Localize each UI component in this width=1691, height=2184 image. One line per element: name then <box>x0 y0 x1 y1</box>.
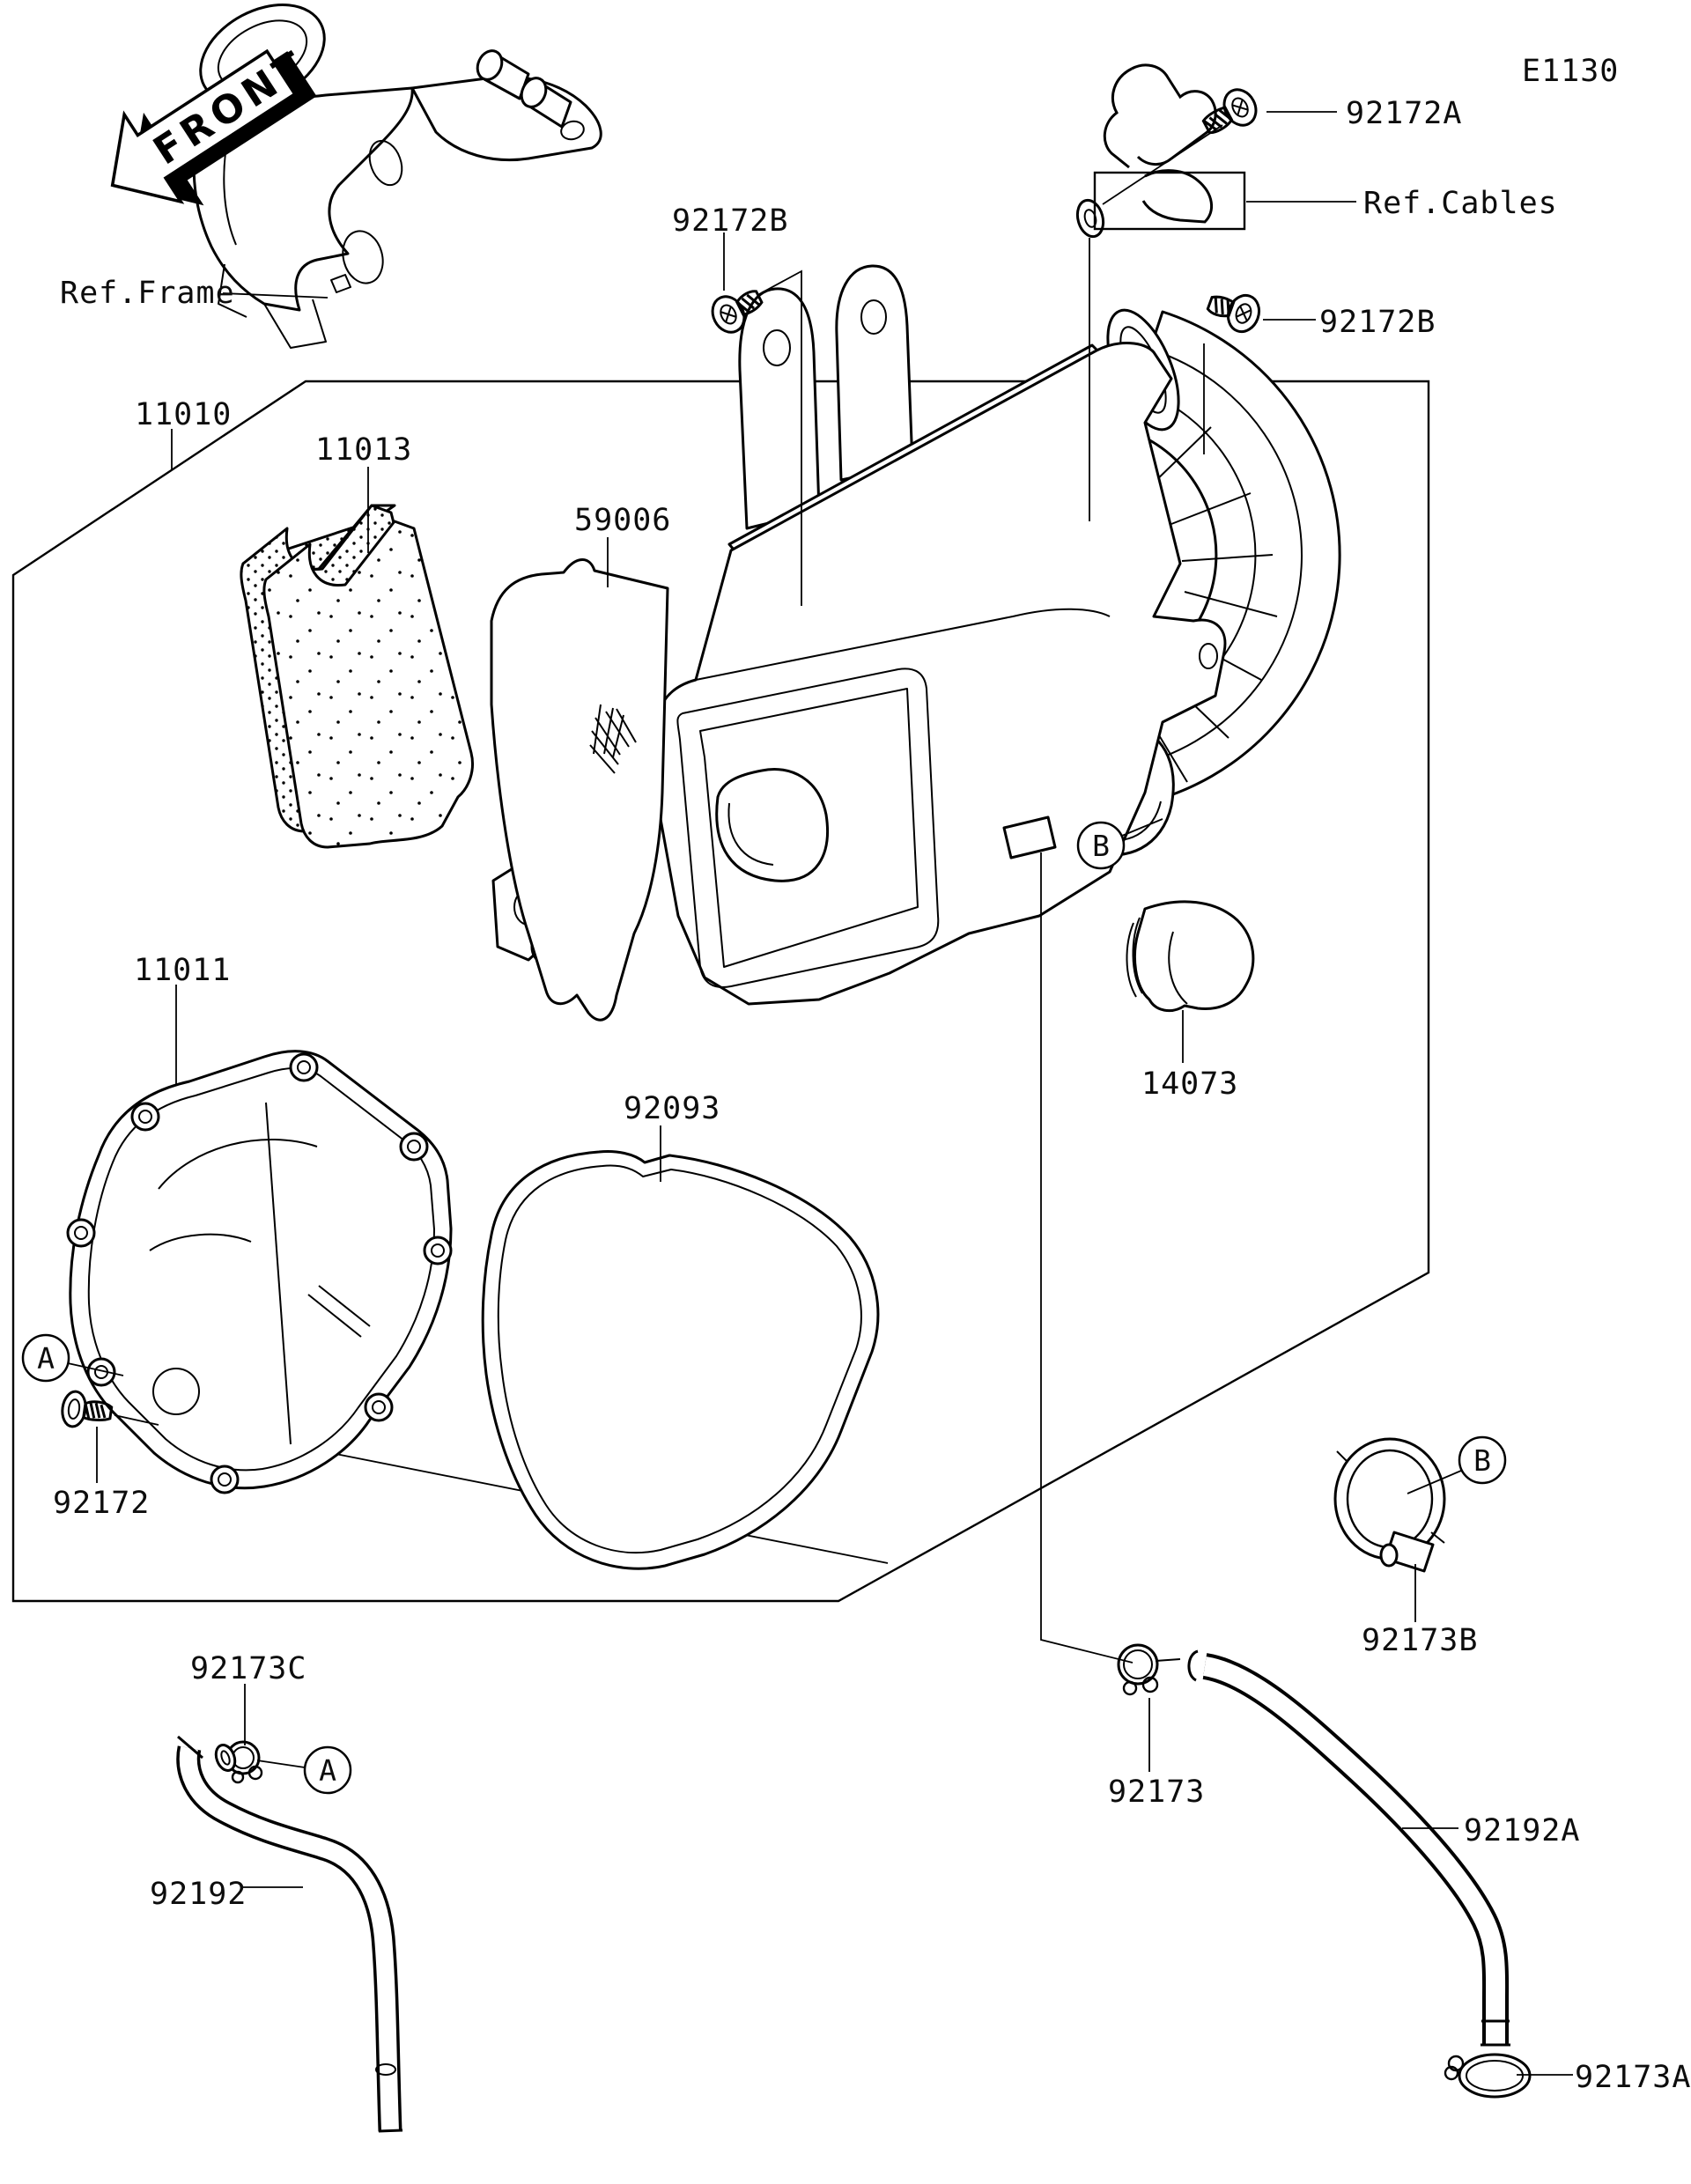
label-11013: 11013 <box>315 432 412 468</box>
label-92192: 92192 <box>150 1877 247 1912</box>
cover-11011 <box>66 1050 453 1494</box>
hose-92192 <box>176 1735 403 2133</box>
housing-ear-left <box>738 287 821 530</box>
cable-clip-washer <box>1075 198 1105 239</box>
duct-14073-part <box>1126 900 1255 1013</box>
label-92173: 92173 <box>1108 1774 1205 1810</box>
label-11010: 11010 <box>135 397 232 432</box>
label-92172: 92172 <box>53 1486 150 1521</box>
cable-clip-group <box>1075 63 1246 239</box>
housing-drain-stub <box>1002 815 1057 860</box>
label-11011: 11011 <box>134 953 231 988</box>
assembly-boundary-11010 <box>11 380 1430 1603</box>
label-92192a: 92192A <box>1464 1813 1580 1848</box>
svg-text:B: B <box>1092 829 1110 863</box>
label-92173b: 92173B <box>1362 1623 1478 1658</box>
housing-ear-right <box>835 264 914 482</box>
marker-a-cover: A <box>21 1333 70 1383</box>
label-59006: 59006 <box>574 503 671 538</box>
seat-plate-59006 <box>490 558 669 1022</box>
page-code-label: E1130 <box>1522 54 1619 89</box>
label-ref-frame: Ref.Frame <box>60 276 235 311</box>
cover-bolt-bosses <box>66 1052 453 1494</box>
clamp-92173b-icon <box>1333 1437 1446 1573</box>
gasket-92093 <box>481 1150 880 1570</box>
frame-head-part <box>192 4 602 349</box>
svg-text:A: A <box>319 1753 336 1788</box>
screw-92172b-top-icon <box>711 290 764 334</box>
leader-lines <box>67 111 1573 2076</box>
label-ref-cables: Ref.Cables <box>1363 186 1558 221</box>
clip-92173-icon <box>1117 1643 1181 1696</box>
plate-hatch-mark <box>589 704 637 774</box>
marker-a-clip: A <box>303 1745 352 1795</box>
label-92173c: 92173C <box>190 1651 306 1686</box>
label-92172a: 92172A <box>1346 96 1462 131</box>
frame-bung-stubs <box>476 49 572 129</box>
housing-body <box>654 342 1227 1006</box>
label-92093: 92093 <box>624 1091 720 1126</box>
label-92173a: 92173A <box>1575 2060 1691 2095</box>
screw-92172b-right-icon <box>1206 293 1261 334</box>
clamp-92173a-icon <box>1444 2053 1532 2099</box>
svg-text:B: B <box>1473 1443 1491 1478</box>
svg-text:A: A <box>37 1341 55 1376</box>
label-92172b-right: 92172B <box>1319 305 1436 340</box>
foam-element-11013 <box>240 504 474 849</box>
hose-92192a <box>1187 1649 1510 2047</box>
marker-b-housing: B <box>1076 821 1126 870</box>
screw-92172-icon <box>61 1390 114 1428</box>
callout-markers: A B B A <box>21 821 1507 1795</box>
part-labels: E1130 92172A Ref.Cables 92172B 92172B Re… <box>53 54 1691 2095</box>
label-92172b-top: 92172B <box>672 203 788 239</box>
screw-92172a-icon <box>1201 88 1258 135</box>
label-14073: 14073 <box>1141 1066 1238 1102</box>
marker-b-clamp: B <box>1458 1435 1507 1485</box>
ref-cables-box <box>1093 171 1246 231</box>
